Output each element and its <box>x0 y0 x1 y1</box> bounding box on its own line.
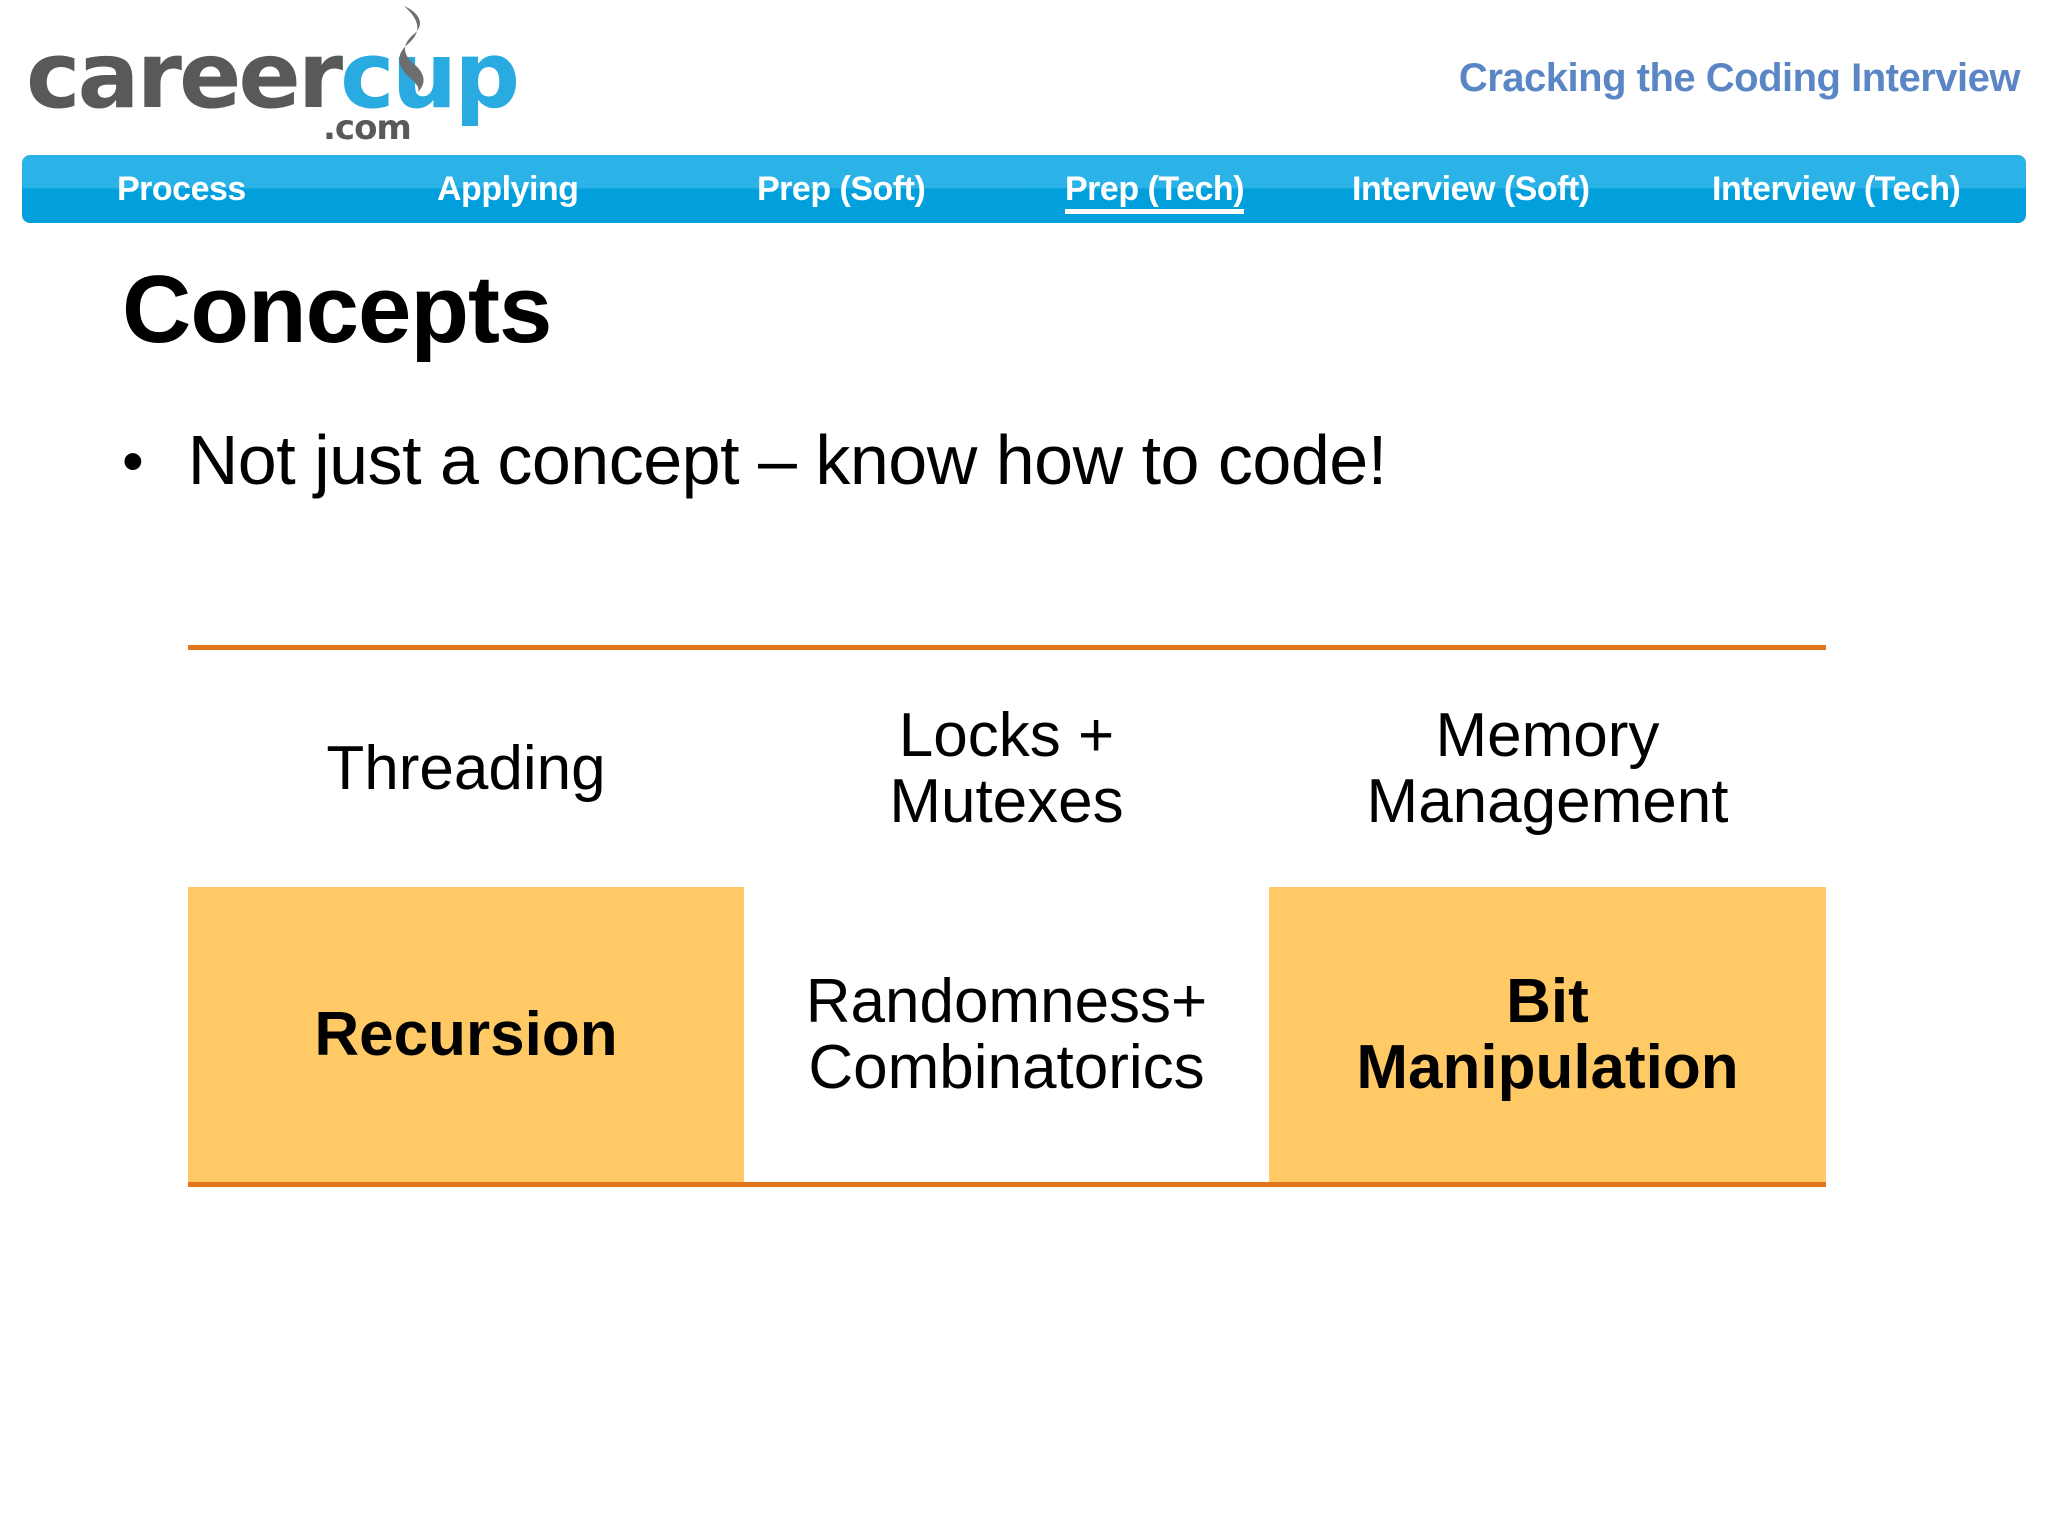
table-cell-randomness-combinatorics: Randomness+Combinatorics <box>805 967 1208 1102</box>
table-cell-threading: Threading <box>326 733 606 803</box>
main-navigation: Process Applying Prep (Soft) Prep (Tech)… <box>22 155 2026 223</box>
logo-domain-suffix: .com <box>323 108 412 148</box>
careercup-logo[interactable]: careercup .com <box>18 6 520 148</box>
nav-item-interview-tech[interactable]: Interview (Tech) <box>1712 170 1961 208</box>
logo-text-cup: cup <box>340 22 520 129</box>
nav-item-interview-soft[interactable]: Interview (Soft) <box>1352 170 1590 208</box>
bullet-marker-icon: • <box>122 427 144 496</box>
bullet-list-item: • Not just a concept – know how to code! <box>122 425 1387 495</box>
logo-wordmark: careercup <box>26 30 520 122</box>
nav-item-process[interactable]: Process <box>117 170 246 208</box>
steam-swirl-icon <box>399 6 424 92</box>
nav-item-applying[interactable]: Applying <box>437 170 579 208</box>
logo-text-career: career <box>26 22 343 129</box>
table-cell-recursion: Recursion <box>188 887 744 1182</box>
table-cell-locks-mutexes: Locks +Mutexes <box>889 701 1124 836</box>
nav-item-prep-soft[interactable]: Prep (Soft) <box>757 170 926 208</box>
slide-title: Concepts <box>122 256 552 363</box>
book-title: Cracking the Coding Interview <box>1458 56 2021 100</box>
nav-item-prep-tech[interactable]: Prep (Tech) <box>1065 170 1245 208</box>
bullet-text: Not just a concept – know how to code! <box>187 421 1387 499</box>
